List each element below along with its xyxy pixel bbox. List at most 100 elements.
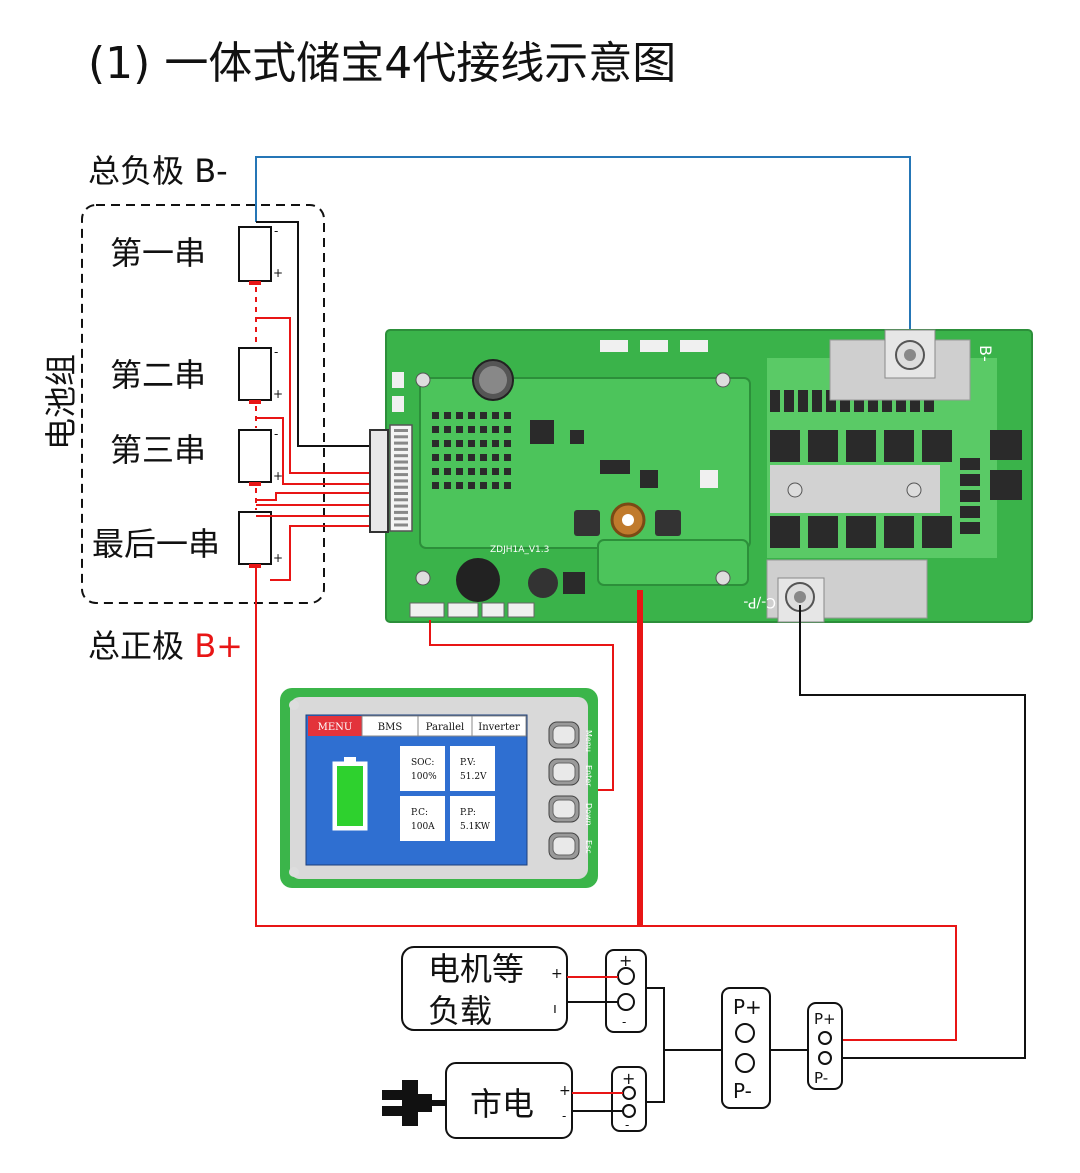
mains-minus-mark: - (562, 1109, 566, 1123)
b-plus-wire (255, 568, 957, 1041)
balance-wire-2 (256, 417, 374, 485)
tab-menu-label: MENU (318, 722, 353, 733)
pcb-component (924, 390, 934, 412)
tab-menu[interactable] (308, 716, 362, 736)
pcb-component (468, 426, 475, 433)
pcb-component (846, 430, 876, 462)
mains-terminal: + - (611, 1066, 647, 1132)
pcb-component (394, 447, 408, 451)
pcb-component (922, 430, 952, 462)
pcb-component (808, 516, 838, 548)
pcb-component (444, 412, 451, 419)
pcb-component (960, 458, 980, 470)
pcb-component (480, 454, 487, 461)
down-button[interactable] (548, 795, 580, 823)
pcb-component (492, 412, 499, 419)
pcb-component (492, 468, 499, 475)
pcb-component (990, 470, 1022, 500)
pcb-component (492, 426, 499, 433)
mains-label: 市电 (470, 1085, 534, 1123)
control-daughter-board (419, 377, 751, 549)
pcb-component (680, 340, 708, 352)
board-b-minus-mark: B- (976, 345, 995, 362)
svg-text:-: - (274, 224, 278, 238)
pcb-component (394, 492, 408, 495)
pcb-component (640, 470, 658, 488)
cell-3-label: 第三串 (110, 431, 206, 469)
pcb-component (394, 454, 408, 458)
pcb-component (394, 460, 408, 464)
pcb-component (798, 390, 808, 412)
down-button-label: Down (584, 803, 593, 826)
pcb-component (640, 340, 668, 352)
pcb-component (456, 482, 463, 489)
cell-last-label: 最后一串 (92, 525, 220, 563)
tab-inverter-label: Inverter (478, 722, 520, 733)
pcb-component (468, 468, 475, 475)
buzzer (456, 558, 500, 602)
p-terminal-block-small: P+ P- (807, 1002, 843, 1090)
load-box: 电机等 负载 + ı (401, 946, 568, 1031)
pcb-component (432, 482, 439, 489)
pv-cell (450, 746, 495, 791)
tab-parallel-label: Parallel (426, 722, 465, 733)
pcb-component (884, 430, 914, 462)
pcb-component (492, 482, 499, 489)
pcb-component (770, 390, 780, 412)
pcb-component (444, 440, 451, 447)
pcb-component (868, 390, 878, 412)
svg-text:+: + (273, 387, 283, 401)
load-minus-mark: ı (553, 1001, 557, 1017)
pcb-component (492, 454, 499, 461)
pcb-component (504, 412, 511, 419)
pcb-component (444, 454, 451, 461)
pcb-component (394, 485, 408, 489)
pcb-component (570, 430, 584, 444)
cell-1-label: 第一串 (110, 234, 206, 272)
pcb-component (394, 435, 408, 439)
enter-button[interactable] (548, 758, 580, 786)
pcb-component (456, 440, 463, 447)
pcb-component (456, 468, 463, 475)
pcb-component (394, 498, 408, 502)
pcb-component (846, 516, 876, 548)
pcb-component (840, 390, 850, 412)
pcb-component (504, 440, 511, 447)
tab-inverter[interactable] (471, 715, 527, 737)
pcb-component (922, 516, 952, 548)
total-positive-label: 总正极 B+ (88, 627, 243, 665)
svg-text:P-: P- (814, 1069, 828, 1087)
pp-cell (450, 796, 495, 841)
pcb-component (432, 454, 439, 461)
pcb-component (432, 426, 439, 433)
pcb-component (884, 516, 914, 548)
p-terminal-block: P+ P- (721, 987, 771, 1109)
svg-text:P+: P+ (814, 1010, 836, 1028)
svg-text:-: - (625, 1118, 629, 1132)
load-to-p-wire (646, 987, 665, 1103)
menu-button[interactable] (548, 721, 580, 749)
esc-button[interactable] (548, 832, 580, 860)
pcb-component (480, 412, 487, 419)
pcb-component (896, 390, 906, 412)
pcb-component (480, 482, 487, 489)
b-minus-wire (255, 156, 911, 360)
cell-last: - + (238, 509, 283, 568)
pcb-component (468, 454, 475, 461)
pcb-component (784, 390, 794, 412)
pc-label: P.C: (411, 808, 428, 818)
pcb-component (432, 468, 439, 475)
enter-button-label: Enter (584, 765, 593, 787)
pcb-component (468, 412, 475, 419)
pcb-component (770, 430, 800, 462)
soc-label: SOC: (411, 758, 434, 768)
pp-value: 5.1KW (460, 822, 491, 832)
pcb-component (700, 470, 718, 488)
battery-pack-label: 电池组 (42, 354, 80, 450)
pcb-component (960, 522, 980, 534)
pcb-component (480, 440, 487, 447)
pcb-component (600, 460, 630, 474)
svg-text:-: - (622, 1015, 626, 1029)
pcb-component (504, 426, 511, 433)
